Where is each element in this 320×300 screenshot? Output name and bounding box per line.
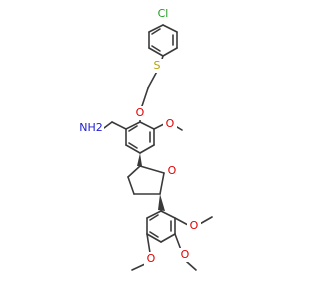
methoxy-oxygen-label-1: O <box>166 117 175 130</box>
trimethoxyphenyl-ring <box>146 210 176 243</box>
chlorine-label: Cl <box>158 7 169 20</box>
methoxy-group-3 <box>174 233 197 271</box>
ether-oxygen-label: O <box>136 106 145 119</box>
ring-oxygen-label: O <box>168 164 177 177</box>
tetrahydrofuran-ring <box>127 165 165 195</box>
atom-labels: Cl S O O NH2 O O O O <box>78 7 201 266</box>
aminomethyl-group <box>103 121 127 130</box>
central-benzene-ring <box>125 121 155 154</box>
stereo-wedge-2 <box>158 194 165 211</box>
methoxy-oxygen-label-2: O <box>190 219 199 232</box>
molecular-structure: Cl S O O NH2 O O O O <box>78 7 213 271</box>
methoxy-oxygen-label-4: O <box>147 252 156 265</box>
methoxy-oxygen-label-3: O <box>181 248 190 261</box>
chlorophenyl-ring <box>148 24 178 57</box>
sulfur-label: S <box>154 59 161 72</box>
methoxy-group-4 <box>131 233 151 271</box>
aminomethyl-label: NH2 <box>79 121 103 134</box>
stereo-wedge-1 <box>137 153 142 166</box>
